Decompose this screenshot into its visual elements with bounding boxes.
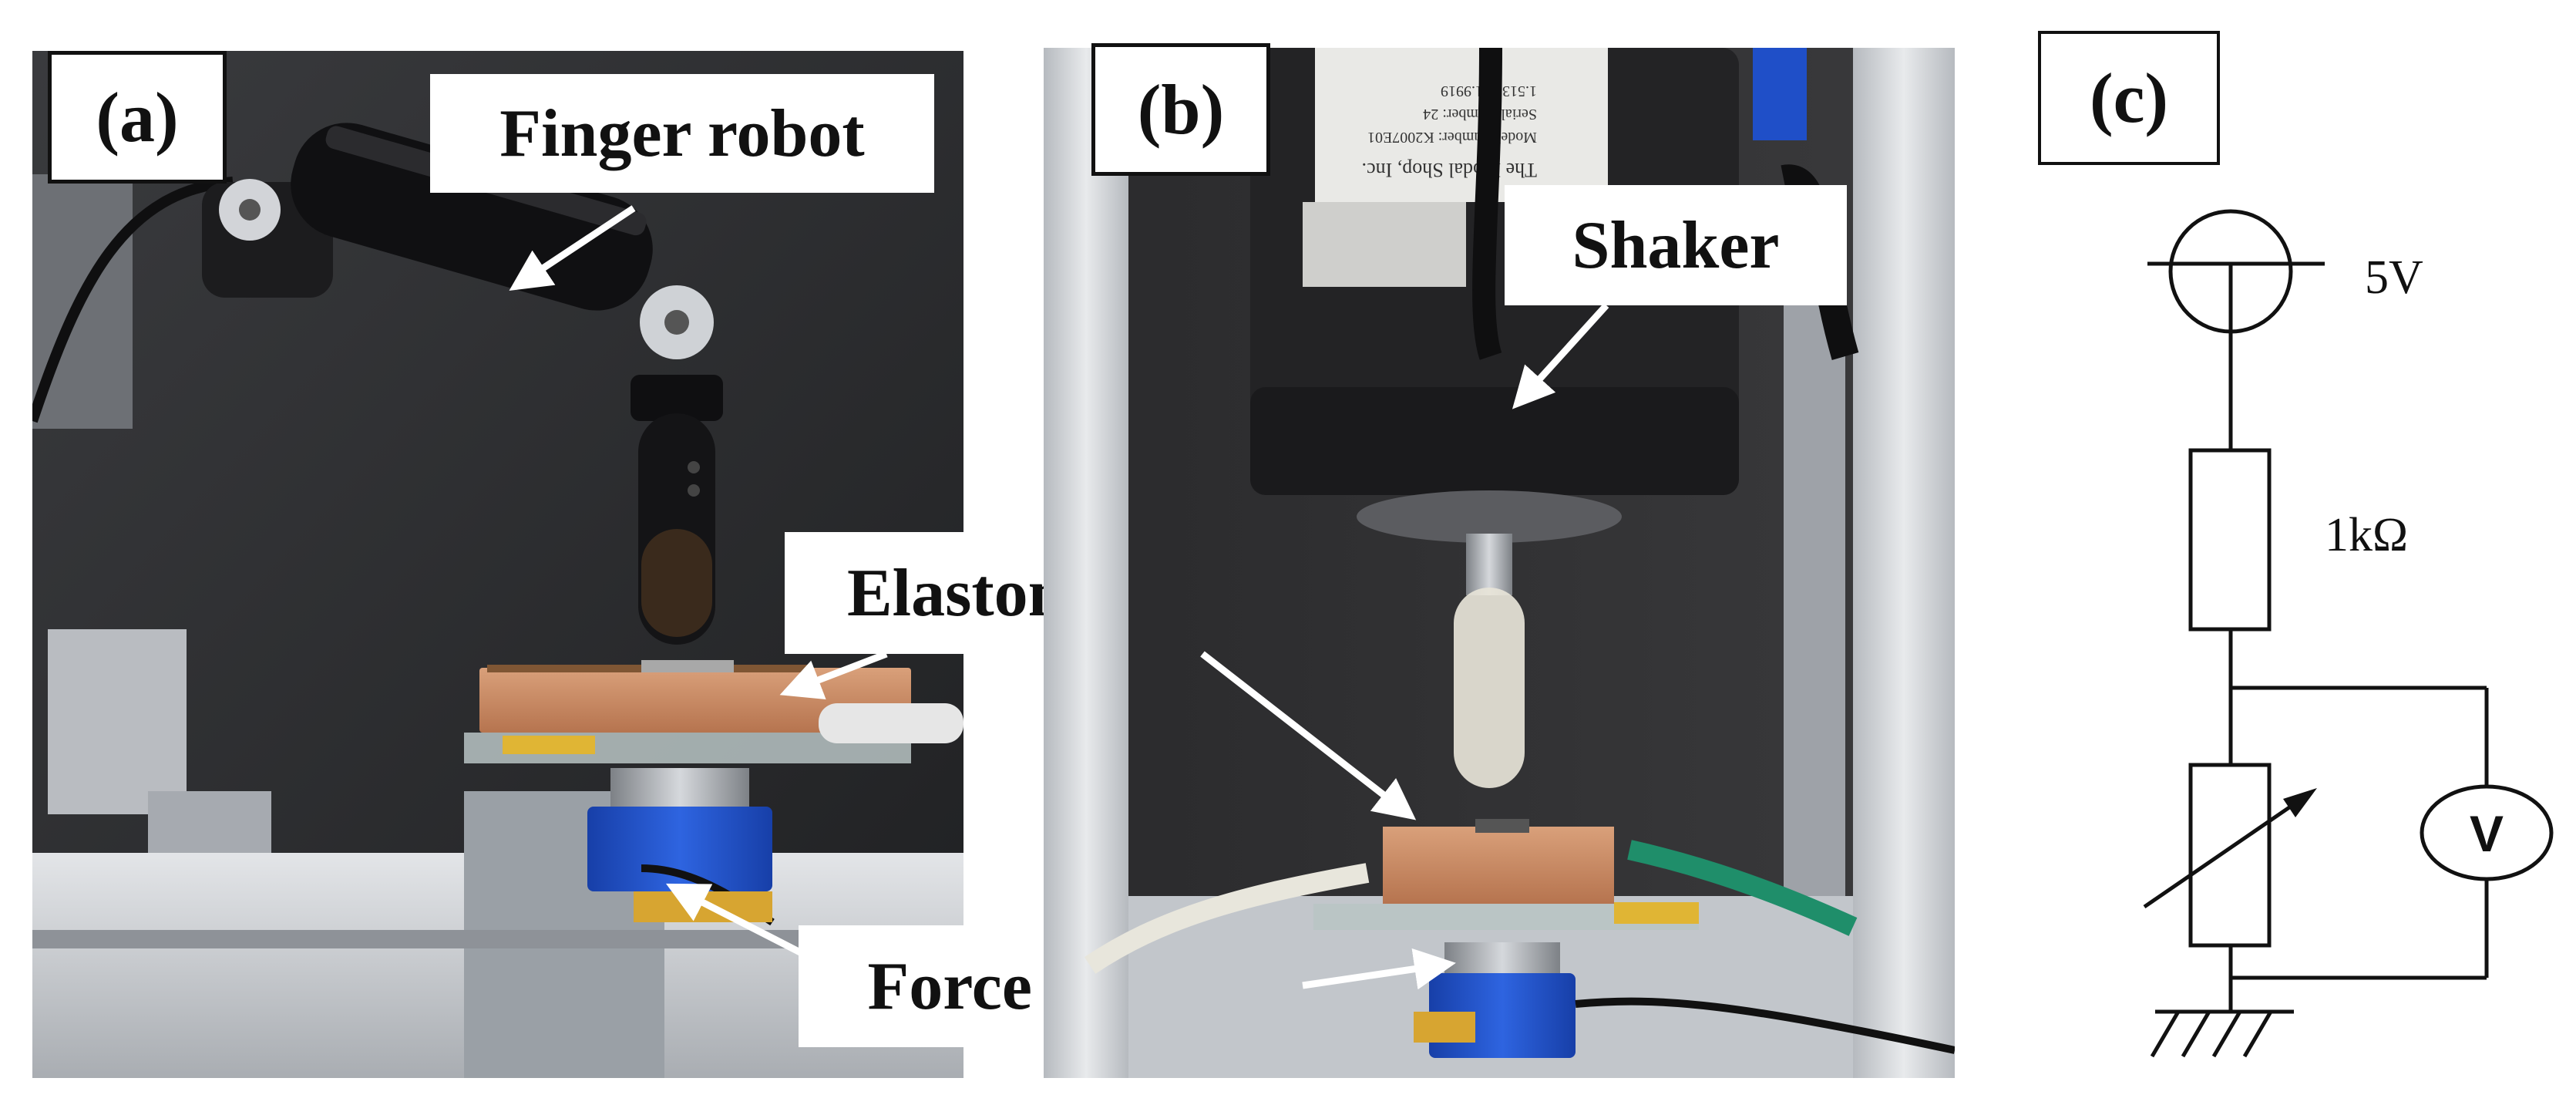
cable-top (1472, 48, 1502, 360)
callout-finger-robot: Finger robot (430, 74, 934, 193)
panel-c-label: (c) (2038, 31, 2220, 165)
ground-hatch-1 (2150, 1010, 2181, 1058)
variable-arrow-head (2283, 788, 2317, 817)
panel-b-label: (b) (1091, 43, 1270, 176)
callout-shaker: Shaker (1505, 185, 1847, 305)
frame-bracket (48, 629, 187, 814)
elastomer-sensor-graphic (464, 660, 963, 763)
resistor-fixed (2188, 448, 2272, 632)
ground-hatch-2 (2181, 1010, 2211, 1058)
ground-hatch-4 (2242, 1010, 2273, 1058)
panel-a-label: (a) (48, 51, 227, 184)
resistor-variable (2188, 763, 2272, 948)
resistor-label: 1kΩ (2325, 509, 2408, 561)
frame-bracket-2 (148, 791, 271, 853)
device-text-1: The Modal Shop, Inc. (1362, 159, 1537, 181)
cable (32, 177, 234, 423)
frame-post-right (1853, 48, 1955, 1078)
blue-bracket (1753, 48, 1807, 140)
source-label: 5V (2365, 251, 2423, 304)
force-sensor-graphic (1414, 942, 1955, 1058)
voltmeter-label: V (2470, 805, 2504, 862)
ground-hatch-3 (2211, 1010, 2242, 1058)
variable-arrow-line (2143, 793, 2308, 909)
elastomer-sensor-graphic (1084, 819, 1858, 974)
frame-post-left (1044, 48, 1128, 1078)
